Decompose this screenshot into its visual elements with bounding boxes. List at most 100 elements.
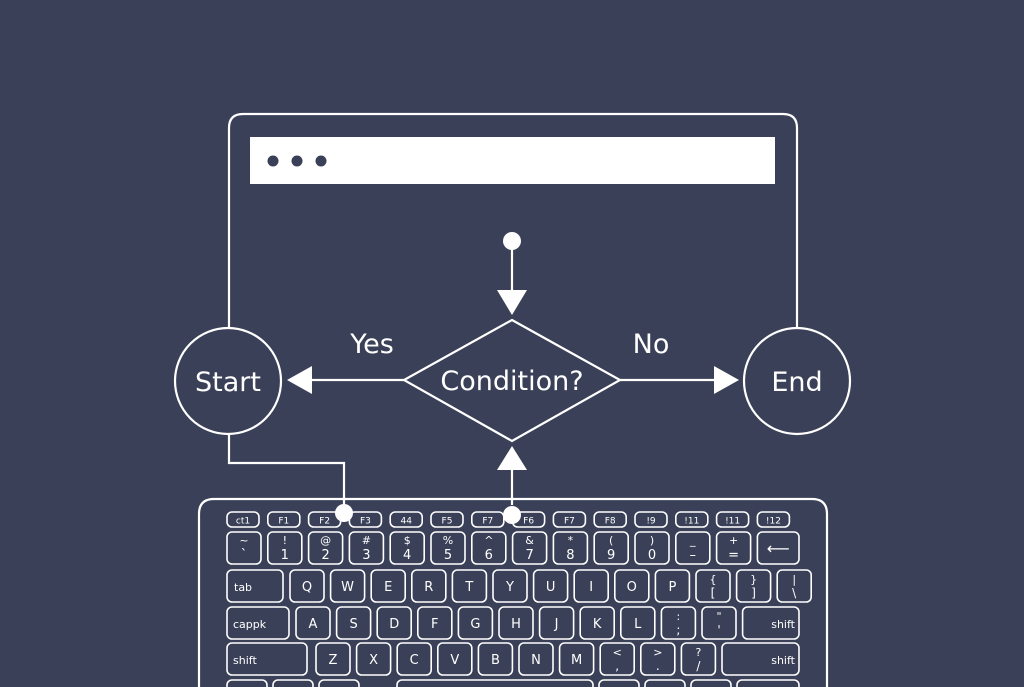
function-key[interactable]	[226, 511, 260, 528]
number-key[interactable]	[389, 531, 426, 565]
no-edge-label: No	[633, 329, 670, 360]
function-key[interactable]	[511, 511, 546, 528]
letter-key[interactable]	[619, 606, 656, 640]
function-key[interactable]	[470, 511, 505, 528]
bottom-row-key[interactable]	[644, 679, 686, 687]
function-key[interactable]	[552, 511, 587, 528]
symbol-key[interactable]	[701, 606, 737, 640]
function-key-label: 44	[400, 517, 412, 527]
letter-key[interactable]	[315, 642, 351, 676]
number-key[interactable]	[552, 531, 589, 565]
letter-key[interactable]	[396, 642, 433, 676]
keyboard-frame	[197, 497, 829, 687]
letter-key-label: B	[491, 653, 500, 668]
key-symbol: 3	[362, 548, 370, 563]
letter-key[interactable]	[370, 569, 407, 603]
letter-key[interactable]	[289, 569, 325, 603]
letter-key[interactable]	[410, 569, 447, 603]
number-key[interactable]	[511, 531, 548, 565]
letter-key[interactable]	[498, 606, 534, 640]
number-key[interactable]	[593, 531, 630, 565]
number-key[interactable]	[634, 531, 670, 565]
letter-key[interactable]	[558, 642, 595, 676]
letter-key[interactable]	[416, 606, 453, 640]
letter-key[interactable]	[654, 569, 691, 603]
key-shift-symbol: #	[362, 534, 371, 547]
symbol-key[interactable]	[660, 606, 697, 640]
bottom-row-key[interactable]	[396, 679, 594, 687]
number-key[interactable]	[348, 531, 385, 565]
letter-key-label: A	[309, 617, 318, 632]
letter-key-label: T	[464, 580, 473, 595]
symbol-key[interactable]	[735, 569, 772, 603]
function-key[interactable]	[266, 511, 301, 528]
function-key[interactable]	[674, 511, 709, 528]
number-key[interactable]	[674, 531, 711, 565]
letter-key[interactable]	[538, 606, 575, 640]
function-key[interactable]	[593, 511, 628, 528]
number-key[interactable]	[226, 531, 262, 565]
tab-key[interactable]	[226, 569, 284, 603]
function-key[interactable]	[756, 511, 791, 528]
start-connector-dot	[335, 504, 353, 522]
letter-key[interactable]	[579, 606, 616, 640]
browser-address-bar	[250, 137, 775, 184]
function-key[interactable]	[348, 511, 383, 528]
number-key[interactable]	[470, 531, 507, 565]
function-key[interactable]	[634, 511, 668, 528]
bottom-row-key[interactable]	[318, 679, 360, 687]
right-shift-key[interactable]	[721, 642, 800, 676]
key-symbol: '	[717, 623, 720, 637]
end-node	[742, 326, 852, 436]
letter-key[interactable]	[335, 606, 372, 640]
symbol-key[interactable]	[680, 642, 717, 676]
window-dot-3	[315, 155, 327, 167]
no-edge-arrow	[714, 366, 739, 394]
bottom-row-key[interactable]	[736, 679, 800, 687]
caps-lock-key[interactable]	[226, 606, 290, 640]
key-symbol: .	[656, 659, 660, 673]
number-key[interactable]	[266, 531, 303, 565]
letter-key-label: H	[511, 617, 521, 632]
letter-key[interactable]	[376, 606, 413, 640]
function-key[interactable]	[389, 511, 424, 528]
symbol-key[interactable]	[776, 569, 813, 603]
number-key[interactable]	[307, 531, 344, 565]
bottom-row-key[interactable]	[690, 679, 732, 687]
function-key[interactable]	[307, 511, 342, 528]
bottom-row-key[interactable]	[598, 679, 640, 687]
function-key[interactable]	[430, 511, 464, 528]
enter-shift-key[interactable]	[741, 606, 800, 640]
letter-key-label: X	[369, 653, 378, 668]
letter-key[interactable]	[573, 569, 610, 603]
bottom-row-key[interactable]	[272, 679, 314, 687]
function-key[interactable]	[715, 511, 750, 528]
letter-key[interactable]	[477, 642, 514, 676]
function-key-label: F6	[523, 517, 534, 527]
letter-key[interactable]	[355, 642, 392, 676]
letter-key[interactable]	[613, 569, 650, 603]
letter-key[interactable]	[532, 569, 569, 603]
symbol-key[interactable]	[695, 569, 731, 603]
key-symbol: ,	[615, 659, 619, 673]
letter-key[interactable]	[295, 606, 331, 640]
letter-key[interactable]	[457, 606, 494, 640]
symbol-key[interactable]	[639, 642, 676, 676]
letter-key[interactable]	[329, 569, 366, 603]
bottom-row-key[interactable]	[226, 679, 268, 687]
symbol-key[interactable]	[599, 642, 636, 676]
letter-key[interactable]	[436, 642, 473, 676]
left-shift-key[interactable]	[226, 642, 308, 676]
letter-key-label: K	[593, 617, 602, 632]
yes-edge-label: Yes	[349, 329, 394, 360]
backspace-label: ⟵	[767, 539, 790, 558]
letter-key[interactable]	[451, 569, 488, 603]
yes-edge-arrow	[287, 366, 312, 394]
number-key[interactable]	[430, 531, 466, 565]
letter-key[interactable]	[518, 642, 554, 676]
letter-key[interactable]	[492, 569, 528, 603]
backspace-key[interactable]	[756, 531, 800, 565]
letter-key-label: C	[410, 653, 419, 668]
number-key[interactable]	[715, 531, 752, 565]
